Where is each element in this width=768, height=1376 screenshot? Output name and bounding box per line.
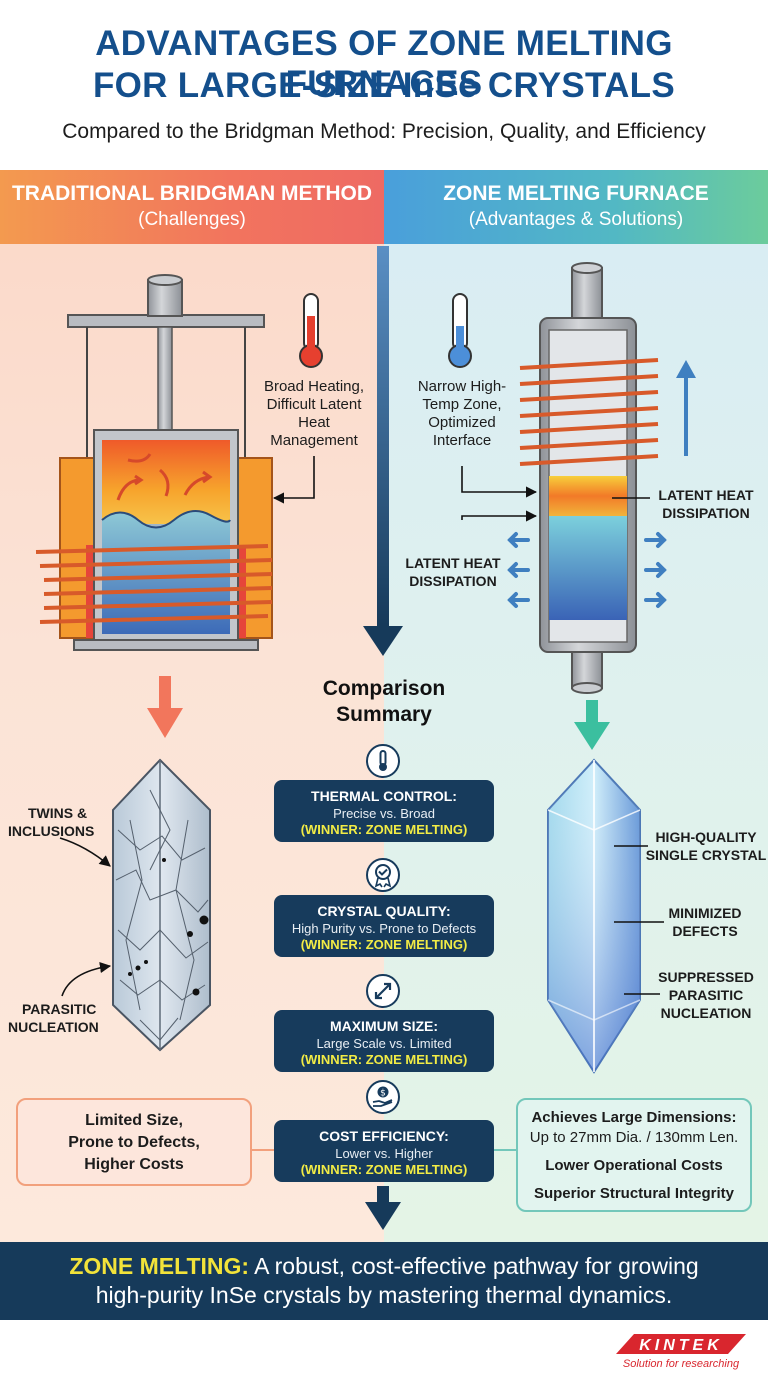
- bridgman-summary-box: Limited Size, Prone to Defects, Higher C…: [16, 1098, 252, 1186]
- single-crystal-illustration: [547, 758, 641, 1074]
- latent-heat-label-left: LATENT HEAT DISSIPATION: [405, 555, 501, 589]
- zone-heating-note: Narrow High- Temp Zone, Optimized Interf…: [417, 378, 507, 449]
- thermometer-hot-icon: [299, 293, 323, 368]
- latent-heat-label-right: LATENT HEAT DISSIPATION: [658, 487, 754, 521]
- card-label: CRYSTAL QUALITY:: [317, 903, 451, 919]
- zone-note-pointer-1: [461, 466, 538, 498]
- single-crystal-label: HIGH-QUALITY SINGLE CRYSTAL: [645, 829, 767, 863]
- parasitic-pointer: [61, 961, 112, 997]
- minimized-defects-label: MINIMIZED DEFECTS: [668, 905, 742, 939]
- summary-card-cost-efficiency: COST EFFICIENCY: Lower vs. Higher (WINNE…: [274, 1120, 494, 1182]
- svg-text:$: $: [380, 1089, 386, 1099]
- thermometer-icon: [366, 744, 400, 778]
- card-label: MAXIMUM SIZE:: [329, 1018, 439, 1034]
- svg-text:KINTEK: KINTEK: [639, 1337, 723, 1354]
- parasitic-nucleation-label: PARASITIC NUCLEATION: [8, 1001, 99, 1035]
- center-flow-arrow: [363, 246, 403, 1230]
- expand-arrows-icon: [366, 974, 400, 1008]
- summary-card-thermal-control: THERMAL CONTROL: Precise vs. Broad (WINN…: [274, 780, 494, 842]
- page-title-line-2: FOR LARGE-SIZE InSe CRYSTALS: [92, 66, 676, 105]
- svg-text:Solution for researching: Solution for researching: [623, 1358, 740, 1370]
- card-winner: (WINNER: ZONE MELTING): [300, 1052, 468, 1067]
- conclusion-line-2: high-purity InSe crystals by mastering t…: [95, 1282, 673, 1308]
- conclusion-highlight: ZONE MELTING:: [69, 1253, 250, 1279]
- thermometer-cool-icon: [448, 293, 472, 368]
- page-title-line-1: ADVANTAGES OF ZONE MELTING FURNACES: [95, 24, 673, 103]
- summary-card-crystal-quality: CRYSTAL QUALITY: High Purity vs. Prone t…: [274, 895, 494, 957]
- card-detail: High Purity vs. Prone to Defects: [291, 921, 477, 936]
- defective-crystal-illustration: [112, 758, 211, 1052]
- card-winner: (WINNER: ZONE MELTING): [300, 822, 468, 837]
- bridgman-heating-note: Broad Heating, Difficult Latent Heat Man…: [263, 378, 365, 449]
- zone-melting-furnace-diagram: [507, 262, 696, 694]
- zone-note-pointer-2: [461, 510, 538, 522]
- zone-melting-header: ZONE MELTING FURNACE (Advantages & Solut…: [384, 170, 768, 244]
- twins-pointer: [59, 837, 111, 867]
- heating-note-pointer: [272, 456, 315, 504]
- twins-inclusions-label: TWINS & INCLUSIONS: [8, 805, 95, 839]
- zone-down-arrow: [574, 700, 610, 750]
- kintek-logo: KINTEK Solution for researching: [604, 1330, 754, 1370]
- summary-card-maximum-size: MAXIMUM SIZE: Large Scale vs. Limited (W…: [274, 1010, 494, 1072]
- conclusion-banner: ZONE MELTING: A robust, cost-effective p…: [0, 1242, 768, 1320]
- comparison-summary-title: Comparison Summary: [322, 677, 446, 726]
- bridgman-down-arrow: [147, 676, 183, 738]
- zone-melting-header-title: ZONE MELTING FURNACE: [443, 182, 709, 205]
- card-winner: (WINNER: ZONE MELTING): [300, 1162, 468, 1177]
- card-label: THERMAL CONTROL:: [311, 788, 457, 804]
- bridgman-header: TRADITIONAL BRIDGMAN METHOD (Challenges): [0, 170, 384, 244]
- conclusion-line-1: A robust, cost-effective pathway for gro…: [249, 1253, 699, 1279]
- card-detail: Precise vs. Broad: [333, 806, 435, 821]
- award-badge-icon: [366, 858, 400, 892]
- bridgman-header-subtitle: (Challenges): [138, 209, 246, 230]
- card-label: COST EFFICIENCY:: [319, 1128, 449, 1144]
- bridgman-furnace-diagram: [35, 274, 273, 651]
- zone-melting-header-subtitle: (Advantages & Solutions): [468, 209, 684, 230]
- money-hand-icon: $: [366, 1080, 400, 1114]
- zone-melting-summary-box: Achieves Large Dimensions: Up to 27mm Di…: [516, 1098, 752, 1212]
- card-detail: Lower vs. Higher: [335, 1146, 433, 1161]
- suppressed-nucleation-label: SUPPRESSED PARASITIC NUCLEATION: [658, 969, 754, 1021]
- card-winner: (WINNER: ZONE MELTING): [300, 937, 468, 952]
- card-detail: Large Scale vs. Limited: [316, 1036, 452, 1051]
- page-subtitle: Compared to the Bridgman Method: Precisi…: [62, 120, 706, 143]
- bridgman-header-title: TRADITIONAL BRIDGMAN METHOD: [11, 182, 373, 205]
